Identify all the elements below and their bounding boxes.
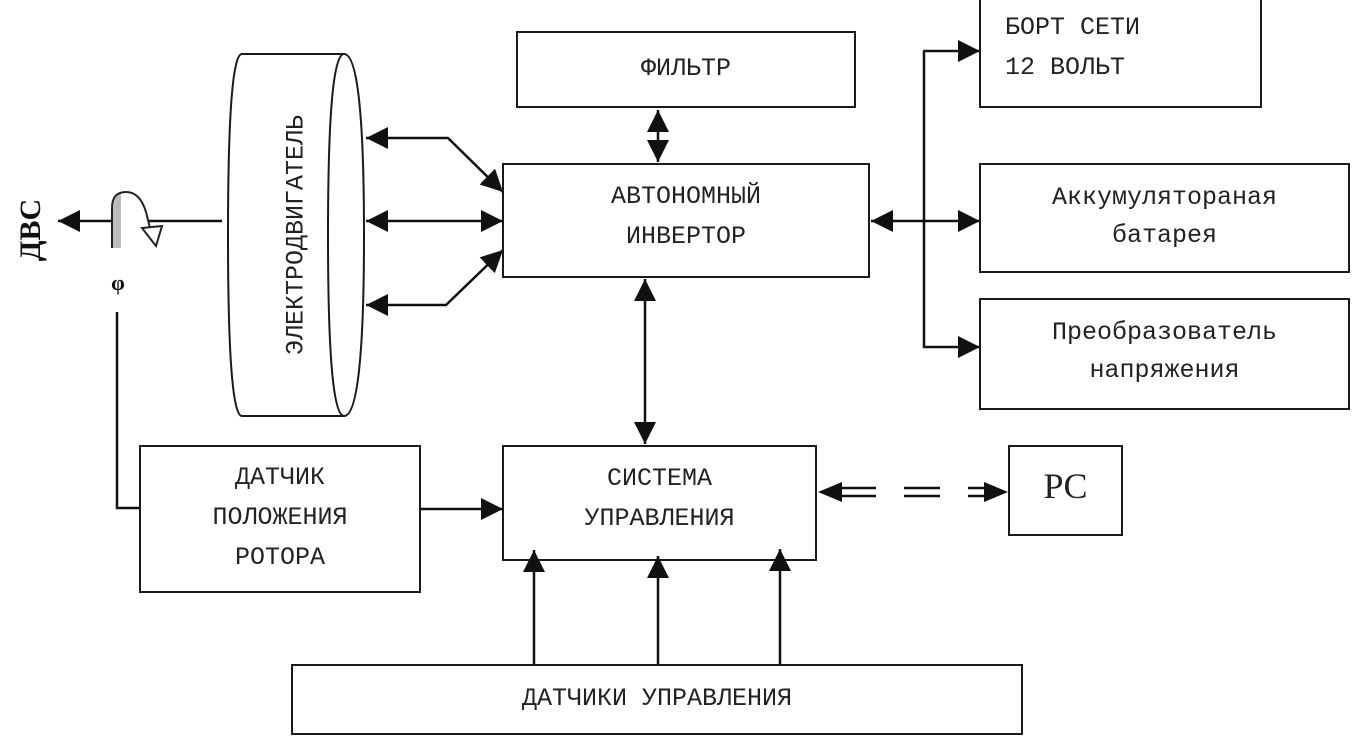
motor-label: ЭЛЕКТРОДВИГАТЕЛЬ xyxy=(282,115,311,355)
converter-label-line1: Преобразователь xyxy=(1051,318,1278,347)
ice-label: ДВС xyxy=(14,199,47,261)
converter-block xyxy=(979,298,1350,410)
rotor-sensor-label-line2: ПОЛОЖЕНИЯ xyxy=(212,503,348,532)
filter-block xyxy=(516,31,856,108)
control-sensors-block xyxy=(291,664,1023,735)
control-system-label-line1: СИСТЕМА xyxy=(606,464,713,493)
control-system-block xyxy=(502,445,817,561)
control-system-label-line2: УПРАВЛЕНИЯ xyxy=(584,504,735,533)
battery-label-line2: батарея xyxy=(1111,221,1218,250)
converter-label-line2: напряжения xyxy=(1089,356,1240,385)
rotation-icon xyxy=(111,190,164,249)
rotor-sensor-label-line3: РОТОРА xyxy=(234,543,325,572)
rotor-sensor-block xyxy=(139,445,421,593)
control-sensors-label: ДАТЧИКИ УПРАВЛЕНИЯ xyxy=(521,684,793,713)
battery-block xyxy=(979,163,1350,273)
filter-label: ФИЛЬТР xyxy=(640,54,731,83)
inverter-label-line1: АВТОНОМНЫЙ xyxy=(610,182,762,211)
motor-block: ЭЛЕКТРОДВИГАТЕЛЬ xyxy=(226,53,366,417)
phase-a-arrow xyxy=(366,127,504,193)
grid-label-line1: БОРТ СЕТИ xyxy=(1005,13,1141,42)
phi-connector xyxy=(115,312,140,510)
pc-link xyxy=(818,482,1008,502)
pc-label: PC xyxy=(1043,466,1088,506)
inverter-label-line2: ИНВЕРТОР xyxy=(625,222,747,251)
battery-label-line1: Аккумулятораная xyxy=(1051,183,1278,212)
inverter-block xyxy=(502,163,870,278)
phase-c-arrow xyxy=(366,249,504,316)
angle-phi: φ xyxy=(111,270,125,295)
rotor-sensor-label-line1: ДАТЧИК xyxy=(234,463,325,492)
grid-block xyxy=(979,0,1262,108)
pc-block xyxy=(1008,445,1123,536)
grid-label-line2: 12 ВОЛЬТ xyxy=(1005,53,1126,82)
